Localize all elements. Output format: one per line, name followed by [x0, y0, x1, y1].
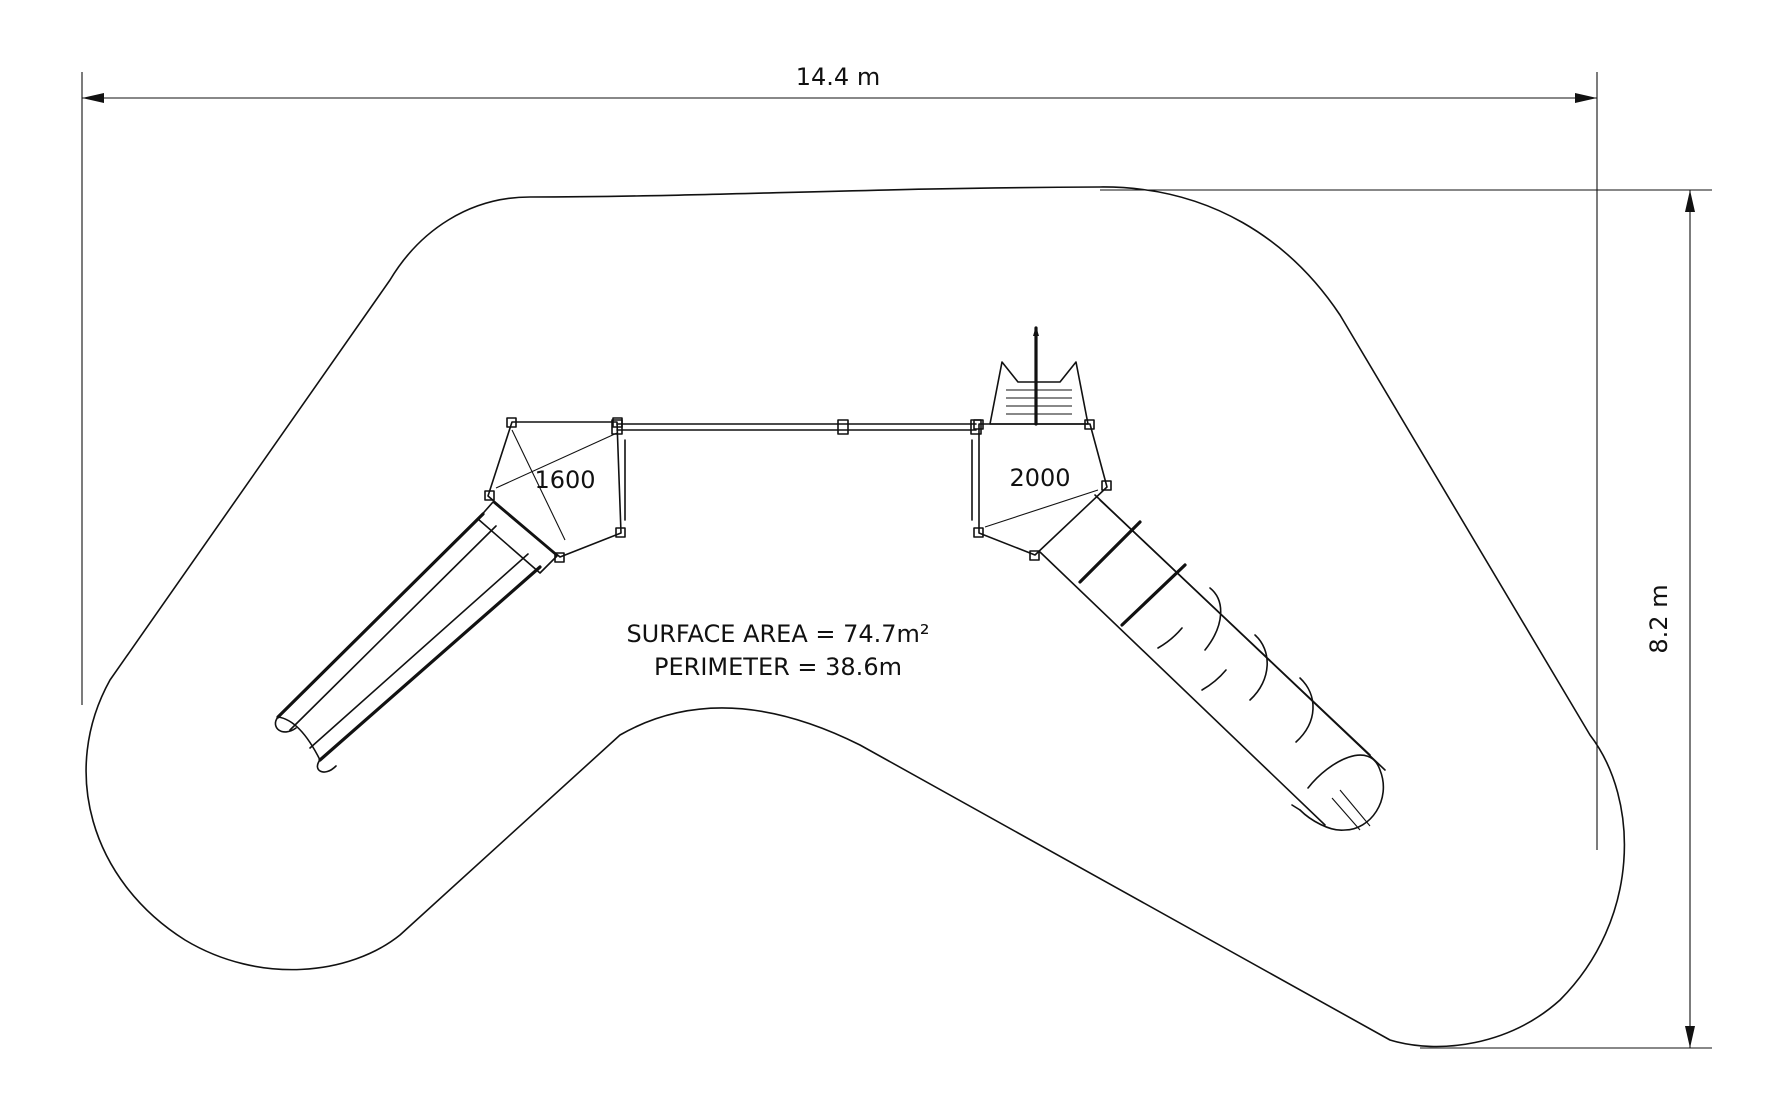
width-label: 14.4 m — [796, 63, 880, 91]
perimeter-label: PERIMETER = 38.6m — [654, 653, 902, 681]
surface-area-label: SURFACE AREA = 74.7m² — [626, 620, 929, 648]
width-arrow-left — [82, 93, 104, 103]
rope-bridge — [611, 419, 982, 435]
width-arrow-right — [1575, 93, 1597, 103]
platform-2000-label: 2000 — [1009, 464, 1070, 492]
height-arrow-top — [1685, 190, 1695, 212]
tube-slide — [1039, 494, 1386, 831]
safety-surface-outline — [85, 186, 1626, 1048]
platform-2000: 2000 — [971, 419, 1112, 561]
platform-1600: 1600 — [484, 417, 626, 563]
platform-1600-label: 1600 — [534, 466, 595, 494]
height-dimension: 8.2 m — [1100, 189, 1712, 1049]
access-ladder — [989, 326, 1089, 426]
surface-stats: SURFACE AREA = 74.7m² PERIMETER = 38.6m — [626, 620, 929, 681]
height-label: 8.2 m — [1645, 584, 1673, 653]
height-arrow-bottom — [1685, 1026, 1695, 1048]
width-dimension: 14.4 m — [81, 63, 1598, 850]
straight-slide — [274, 501, 558, 773]
